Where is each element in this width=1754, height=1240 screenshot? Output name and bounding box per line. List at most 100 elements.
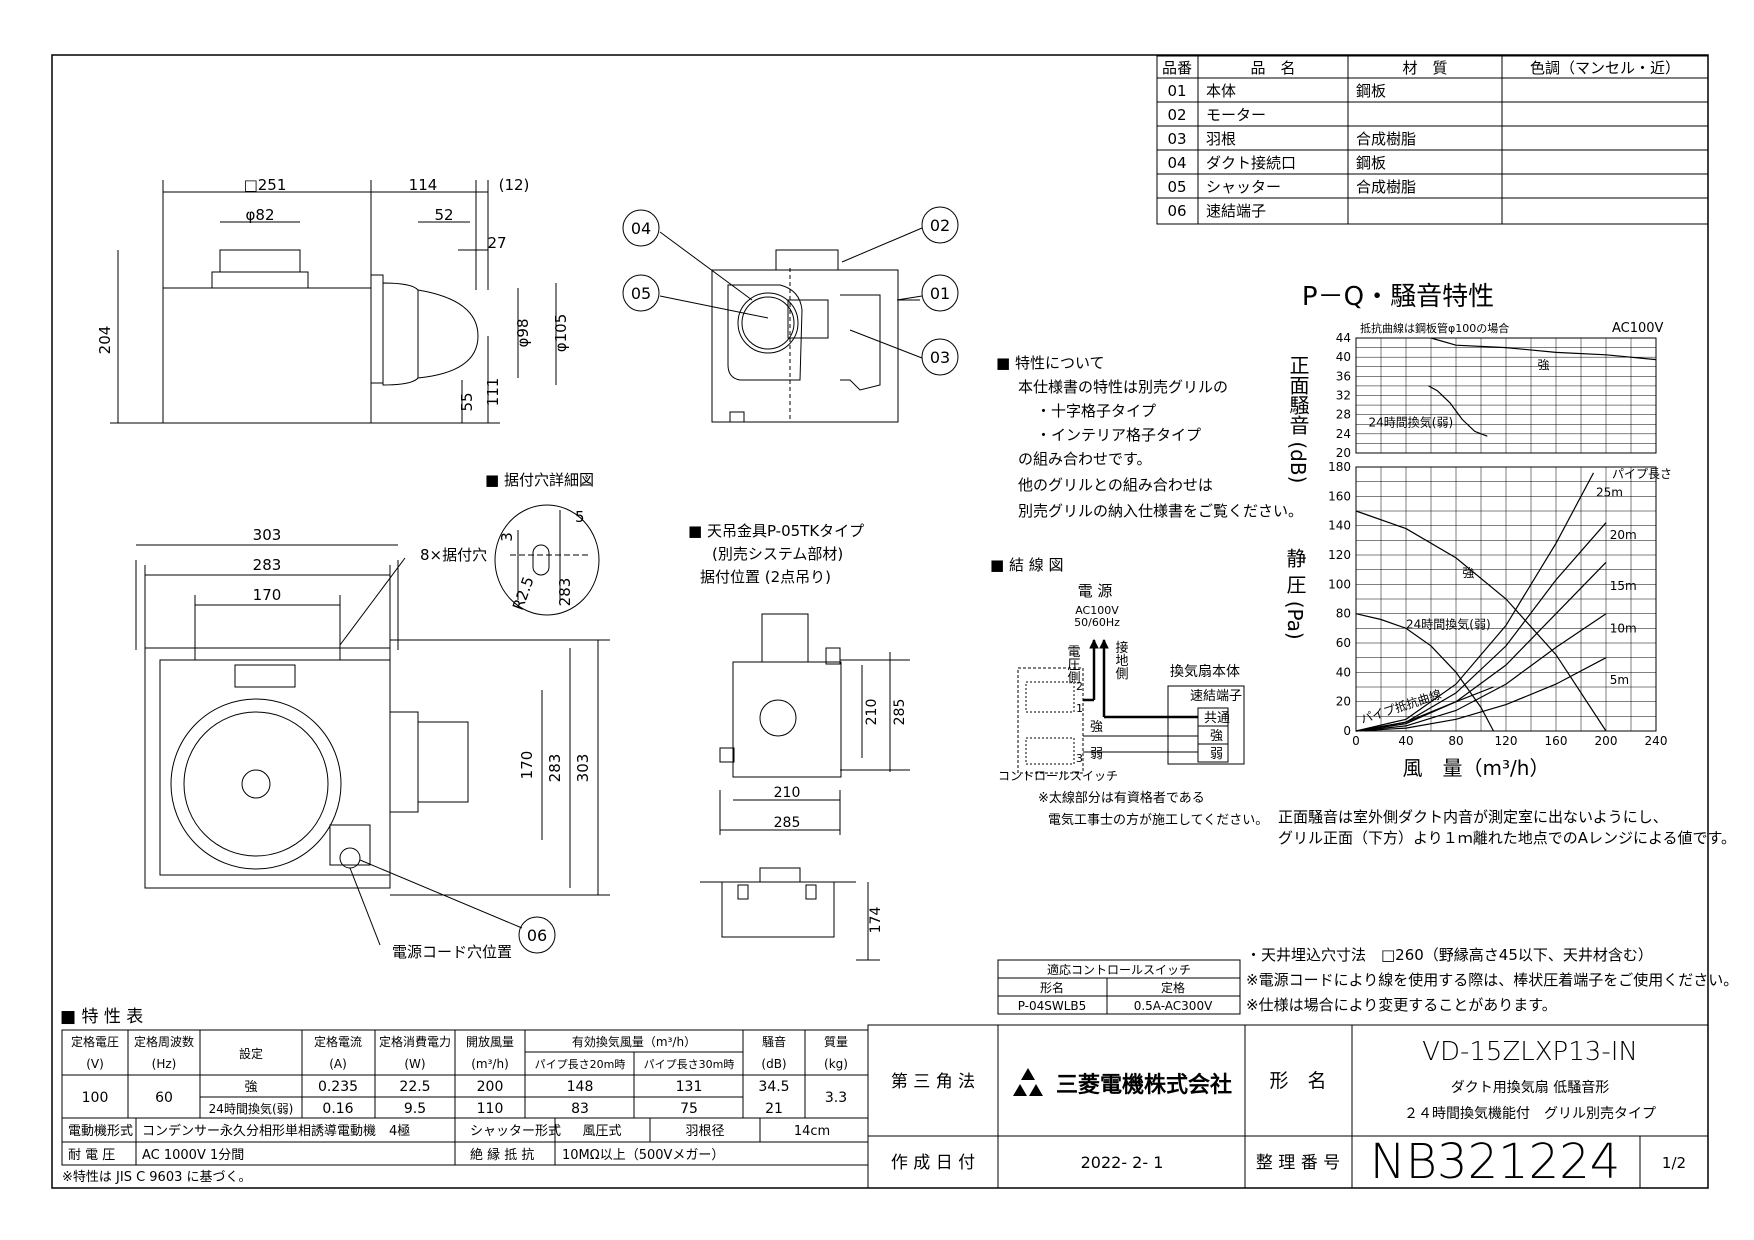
dim-204: 204	[96, 326, 114, 355]
h-setting: 設定	[239, 1046, 263, 1061]
dim-170-height: 170	[518, 751, 536, 780]
y-tick-label: 120	[1328, 548, 1351, 562]
h-open: 開放風量	[466, 1034, 514, 1049]
series-line	[1430, 337, 1657, 361]
part-name: モーター	[1206, 106, 1266, 124]
pipe-length-label: パイプ長さ	[1612, 467, 1672, 481]
title-block-grid	[867, 1024, 1709, 1189]
hanger-sub1: (別売システム部材)	[712, 545, 843, 563]
spec-voltage: 100	[82, 1090, 109, 1106]
spec-p20-weak: 83	[571, 1101, 589, 1117]
note-ceiling-hole: ・天井埋込穴寸法 □260（野縁高さ45以下、天井材含む）	[1246, 946, 1653, 964]
part-no: 06	[1167, 202, 1186, 220]
hole-dim-r25: R2.5	[509, 574, 538, 612]
part-material: 鋼板	[1356, 82, 1386, 100]
series-label: 5m	[1610, 673, 1629, 687]
part-no: 05	[1167, 178, 1186, 196]
y-tick-label: 180	[1328, 460, 1351, 474]
hanger-text: ■ 天吊金具P-05TKタイプ (別売システム部材) 据付位置 (2点吊り)	[688, 522, 864, 586]
spec-power-weak: 9.5	[404, 1101, 426, 1117]
x-tick-label: 160	[1545, 734, 1568, 748]
hole-dim-5: 5	[575, 508, 585, 526]
company-name: 三菱電機株式会社	[1056, 1072, 1232, 1098]
model-desc1: ダクト用換気扇 低騒音形	[1451, 1079, 1609, 1096]
noise-chart-note: 抵抗曲線は鋼板管φ100の場合	[1360, 321, 1509, 335]
h-freq-unit: (Hz)	[152, 1057, 177, 1071]
part-no: 04	[1167, 154, 1186, 172]
features-line: 本仕様書の特性は別売グリルの	[1018, 378, 1228, 396]
spec-mass: 3.3	[825, 1090, 847, 1106]
mitsubishi-logo-icon	[1013, 1068, 1043, 1096]
dim-170-width: 170	[253, 586, 282, 604]
x-tick-label: 0	[1352, 734, 1360, 748]
h-pipe30: パイプ長さ30m時	[644, 1058, 735, 1071]
noise-y-label: 正面騒音 (dB)	[1286, 355, 1310, 483]
note-cord: ※電源コードにより線を使用する際は、棒状圧着端子をご使用ください。	[1246, 971, 1738, 989]
spec-current-strong: 0.235	[318, 1079, 358, 1095]
series-label: 強	[1462, 566, 1474, 580]
general-notes: ・天井埋込穴寸法 □260（野縁高さ45以下、天井材含む） ※電源コードにより線…	[1246, 946, 1738, 1014]
plan-view-drawing	[135, 544, 610, 946]
hanger-dim-174: 174	[868, 907, 884, 934]
part-name: ダクト接続口	[1206, 154, 1296, 172]
series-line	[1355, 472, 1595, 732]
wiring-terminal: 速結端子	[1190, 689, 1242, 704]
features-line: ・十字格子タイプ	[1036, 402, 1156, 420]
callout-03: 03	[930, 348, 950, 367]
dim-phi-105: φ105	[552, 314, 570, 353]
y-tick-label: 80	[1336, 607, 1351, 621]
part-no: 03	[1167, 130, 1186, 148]
title-block-text: 第 三 角 法 三菱電機株式会社 形 名 VD-15ZLXP13-IN ダクト用…	[891, 1037, 1686, 1190]
wiring-weak: 弱	[1210, 747, 1223, 762]
dim-12: (12)	[499, 176, 530, 194]
withstand-value: AC 1000V 1分間	[142, 1148, 244, 1163]
h-voltage-unit: (V)	[86, 1057, 104, 1071]
h-power: 定格消費電力	[379, 1034, 451, 1049]
wiring-note2: 電気工事士の方が施工してください。	[1048, 812, 1268, 828]
parts-header-no: 品番	[1162, 59, 1192, 77]
part-name: 速結端子	[1206, 202, 1266, 220]
h-freq: 定格周波数	[134, 1034, 194, 1049]
h-mass: 質量	[824, 1034, 848, 1049]
wiring-strong: 強	[1210, 729, 1223, 744]
switch-label: コントロールスイッチ	[998, 769, 1118, 783]
date-value: 2022- 2- 1	[1081, 1153, 1164, 1172]
shutter-label: シャッター形式	[470, 1124, 561, 1139]
part-material: 合成樹脂	[1356, 130, 1416, 148]
spec-p30-weak: 75	[680, 1101, 698, 1117]
h-power-unit: (W)	[404, 1057, 425, 1071]
spec-current-weak: 0.16	[322, 1101, 353, 1117]
y-tick-label: 20	[1336, 695, 1351, 709]
y-tick-label: 40	[1336, 665, 1351, 679]
hanger-dim-285-h: 285	[774, 815, 801, 831]
shutter-type: 風圧式	[582, 1124, 621, 1139]
y-tick-label: 32	[1336, 389, 1351, 403]
features-block: ■ 特性について 本仕様書の特性は別売グリルの ・十字格子タイプ ・インテリア格…	[996, 354, 1303, 520]
ground-side-label: 接地側	[1113, 640, 1129, 680]
y-tick-label: 60	[1336, 636, 1351, 650]
part-callouts: 04 02 05 01 03 06	[518, 206, 959, 954]
y-tick-label: 100	[1328, 577, 1351, 591]
features-line: 他のグリルとの組み合わせは	[1018, 476, 1213, 494]
projection-label: 第 三 角 法	[891, 1072, 975, 1092]
model-number: VD-15ZLXP13-IN	[1422, 1037, 1638, 1067]
dim-phi-82: φ82	[246, 206, 275, 224]
dim-303-width: 303	[253, 526, 282, 544]
switch-col-rating: 定格	[1161, 980, 1185, 995]
x-tick-label: 200	[1595, 734, 1618, 748]
h-voltage: 定格電圧	[71, 1034, 119, 1049]
series-line	[1428, 385, 1488, 437]
plan-view-dims: 303 283 170 8×据付穴 170 283 303 電源コード穴位置	[253, 526, 592, 961]
switch-model: P-04SWLB5	[1018, 999, 1087, 1013]
pressure-side-label: 電圧側	[1065, 645, 1081, 684]
spec-open-weak: 110	[477, 1101, 504, 1117]
hanger-title: ■ 天吊金具P-05TKタイプ	[688, 522, 864, 540]
y-tick-label: 28	[1336, 408, 1351, 422]
parts-header-name: 品 名	[1250, 59, 1295, 77]
spec-noise-weak: 21	[765, 1101, 783, 1117]
spec-table-title: ■ 特 性 表	[60, 1007, 143, 1027]
pq-note1: 正面騒音は室外側ダクト内音が測定室に出ないようにし、	[1278, 808, 1668, 826]
front-view-dims: □251 114 (12) φ82 52 27 204 φ98 φ105 55 …	[96, 176, 570, 412]
